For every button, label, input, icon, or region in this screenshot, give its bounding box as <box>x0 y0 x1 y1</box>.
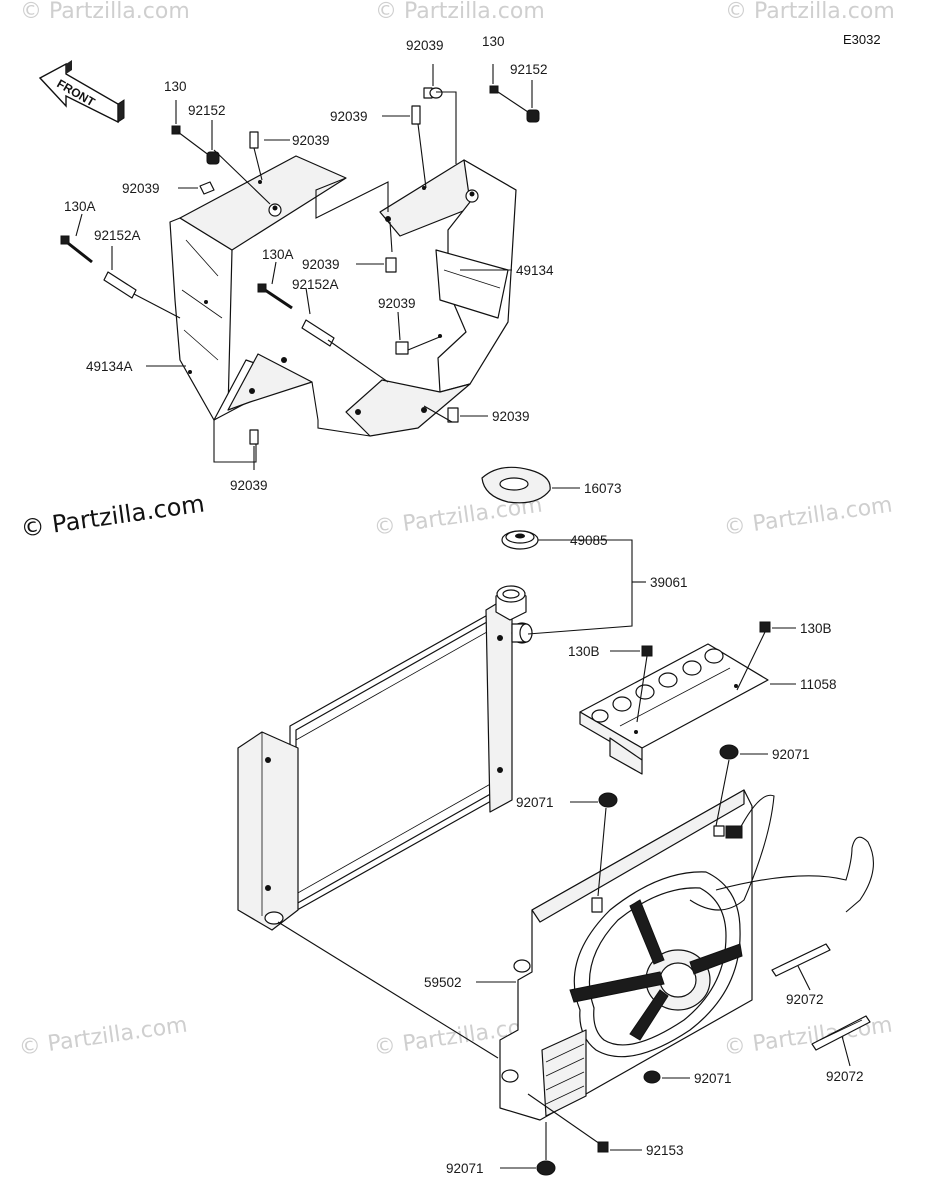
part-label: 92039 <box>330 109 368 124</box>
part-label: 92039 <box>230 478 268 493</box>
alignment-lines <box>213 177 389 463</box>
part-label: 92071 <box>446 1161 484 1176</box>
watermark-faint: © Partzilla.com <box>725 0 895 24</box>
part-label: 92152A <box>292 277 339 292</box>
cable-ties-92072 <box>771 943 871 1051</box>
part-label: 59502 <box>424 975 462 990</box>
screw-92153 <box>597 1141 609 1153</box>
part-label: 92072 <box>826 1069 864 1084</box>
radiator-cap-49085 <box>501 530 539 550</box>
part-label: 11058 <box>800 677 837 692</box>
right-shroud-49134 <box>345 159 517 437</box>
part-label: 130 <box>164 79 187 94</box>
part-label: 92071 <box>516 795 554 810</box>
grommets-92071 <box>536 744 739 1176</box>
part-label: 130A <box>64 199 96 214</box>
watermark-faint: © Partzilla.com <box>375 0 545 24</box>
part-label: 92039 <box>292 133 330 148</box>
part-label: 92071 <box>772 747 810 762</box>
part-label: 130A <box>262 247 294 262</box>
part-label: 130B <box>568 644 600 659</box>
fasteners-upper <box>60 85 540 445</box>
part-label: 49134A <box>86 359 133 374</box>
leader-lines <box>75 64 851 1169</box>
part-label: 130 <box>482 34 505 49</box>
part-label: 16073 <box>584 481 622 496</box>
part-label: 92039 <box>406 38 444 53</box>
part-label: 92039 <box>492 409 530 424</box>
front-arrow-icon: FRONT <box>38 60 125 124</box>
part-label: 49134 <box>516 263 554 278</box>
part-label: 92039 <box>302 257 340 272</box>
part-label: 92152 <box>188 103 226 118</box>
part-label: 92039 <box>122 181 160 196</box>
part-label: 49085 <box>570 533 608 548</box>
seal-16073 <box>481 466 551 504</box>
part-label: 92072 <box>786 992 824 1007</box>
watermark-faint: © Partzilla.com <box>20 0 190 24</box>
part-label: 92153 <box>646 1143 684 1158</box>
radiator-39061 <box>237 585 533 931</box>
part-label: 92152A <box>94 228 141 243</box>
watermark-main: © Partzilla.com <box>19 489 206 543</box>
part-labels: 130 92039 92152 92039 130 92152 92039 92… <box>64 34 864 1176</box>
watermark-faint: © Partzilla.com <box>17 1013 189 1061</box>
bracket-11058 <box>579 621 771 775</box>
part-label: 92152 <box>510 62 548 77</box>
part-label: 92071 <box>694 1071 732 1086</box>
diagram-code: E3032 <box>843 32 881 47</box>
part-label: 130B <box>800 621 832 636</box>
left-shroud-49134a <box>169 155 347 421</box>
fan-assembly-59502 <box>499 789 874 1121</box>
watermark-faint: © Partzilla.com <box>722 493 894 541</box>
part-label: 39061 <box>650 575 688 590</box>
part-label: 92039 <box>378 296 416 311</box>
